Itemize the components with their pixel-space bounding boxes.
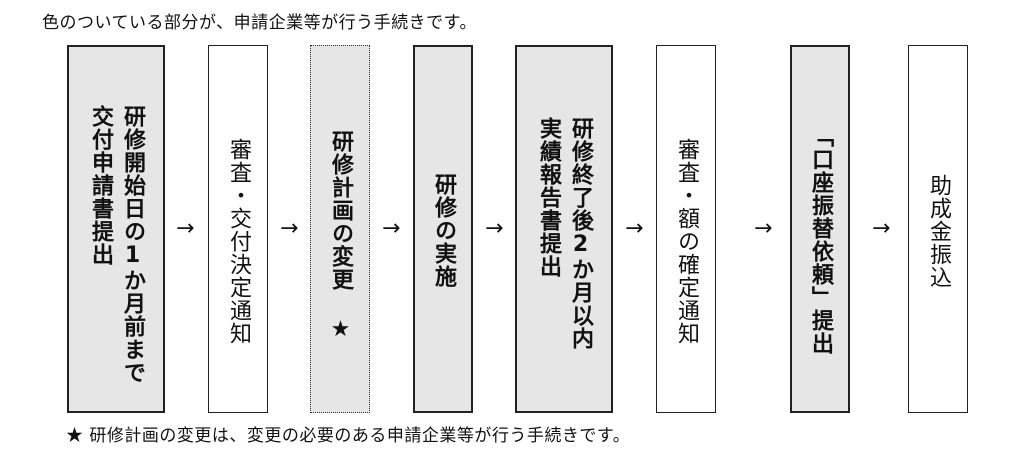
step-7-line-1: 「口座振替依頼」提出 — [808, 125, 833, 355]
step-review-amount-confirmation: 審査・額の確定通知 — [656, 45, 716, 413]
step-grant-application: 研修開始日の1か月前まで 交付申請書提出 — [67, 45, 165, 413]
step-performance-report: 研修終了後2か月以内 実績報告書提出 — [515, 45, 613, 413]
step-5-line-2: 実績報告書提出 — [536, 117, 561, 278]
step-plan-change: 研修計画の変更 ★ — [310, 45, 370, 413]
flow-arrow-4: → — [485, 216, 504, 241]
step-4-line-1: 研修の実施 — [431, 173, 456, 288]
step-review-grant-decision: 審査・交付決定通知 — [208, 45, 268, 413]
caption-top: 色のついている部分が、申請企業等が行う手続きです。 — [42, 13, 477, 33]
flow-arrow-6: → — [754, 216, 773, 241]
step-1-line-2: 交付申請書提出 — [88, 105, 113, 266]
flow-arrow-7: → — [872, 216, 891, 241]
step-subsidy-payment: 助成金振込 — [908, 45, 968, 413]
flow-arrow-1: → — [176, 216, 195, 241]
step-bank-transfer-request: 「口座振替依頼」提出 — [790, 45, 850, 413]
flow-arrow-5: → — [625, 216, 644, 241]
step-2-line-1: 審査・交付決定通知 — [226, 138, 251, 345]
flow-arrow-2: → — [280, 216, 299, 241]
step-1-line-1: 研修開始日の1か月前まで — [120, 105, 145, 384]
flow-arrow-3: → — [382, 216, 401, 241]
step-6-line-1: 審査・額の確定通知 — [674, 138, 699, 345]
step-3-line-1: 研修計画の変更 ★ — [328, 130, 353, 343]
caption-bottom: ★ 研修計画の変更は、変更の必要のある申請企業等が行う手続きです。 — [66, 426, 631, 446]
step-5-line-1: 研修終了後2か月以内 — [568, 117, 593, 350]
step-training-implementation: 研修の実施 — [413, 45, 473, 413]
step-8-line-1: 助成金振込 — [926, 174, 951, 289]
